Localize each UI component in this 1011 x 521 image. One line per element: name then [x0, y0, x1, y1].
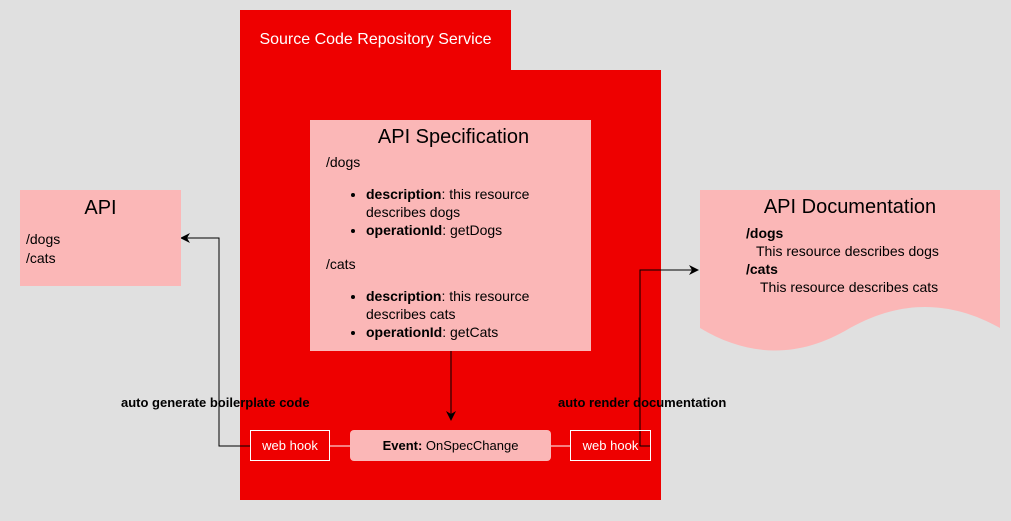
api-spec-content: API Specification /dogs description: thi…	[310, 120, 591, 351]
repository-title: Source Code Repository Service	[259, 31, 492, 48]
api-spec-title: API Specification	[377, 126, 530, 148]
doc-path-label: /dogs	[746, 225, 784, 241]
webhook-left: web hook	[250, 430, 330, 461]
spec-value: : getDogs	[442, 222, 503, 238]
spec-key: operationId	[366, 222, 443, 238]
spec-key: operationId	[366, 324, 443, 340]
api-doc-title: API Documentation	[763, 196, 937, 218]
spec-item-operation-dogs: operationId: getDogs	[366, 221, 581, 239]
doc-path-dogs: /dogs	[746, 224, 783, 242]
doc-path-cats: /cats	[746, 260, 778, 278]
api-title: API	[84, 197, 117, 219]
api-spec-box	[310, 120, 591, 351]
spec-item-description-dogs: description: this resource describes dog…	[366, 185, 581, 221]
webhook-right: web hook	[570, 430, 651, 461]
label-auto-generate: auto generate boilerplate code	[121, 395, 310, 410]
webhook-to-docs-arrow	[639, 265, 699, 447]
event-label-name: OnSpecChange	[422, 438, 519, 453]
doc-desc-cats: This resource describes cats	[760, 279, 939, 295]
spec-key: description	[366, 288, 442, 304]
api-box: API /dogs /cats	[20, 190, 181, 286]
doc-desc-dogs: This resource describes dogs	[756, 243, 939, 259]
spec-value: : this resource describes cats	[366, 288, 530, 322]
api-path-dogs: /dogs	[26, 231, 61, 247]
api-path-cats: /cats	[26, 250, 56, 266]
event-label-bold: Event:	[382, 438, 423, 453]
api-documentation-shape	[700, 190, 1000, 351]
label-auto-render: auto render documentation	[558, 395, 727, 410]
spec-item-operation-cats: operationId: getCats	[366, 323, 581, 341]
spec-path-cats: /cats	[326, 256, 356, 272]
spec-list-cats: description: this resource describes cat…	[326, 287, 581, 341]
spec-list-dogs: description: this resource describes dog…	[326, 185, 581, 239]
spec-item-description-cats: description: this resource describes cat…	[366, 287, 581, 323]
spec-value: : this resource describes dogs	[366, 186, 530, 220]
spec-value: : getCats	[442, 324, 499, 340]
doc-path-label: /cats	[746, 261, 778, 277]
webhook-to-api-arrow	[180, 233, 250, 447]
event-box: Event: OnSpecChange	[350, 430, 551, 461]
spec-path-dogs: /dogs	[326, 154, 361, 170]
spec-key: description	[366, 186, 442, 202]
